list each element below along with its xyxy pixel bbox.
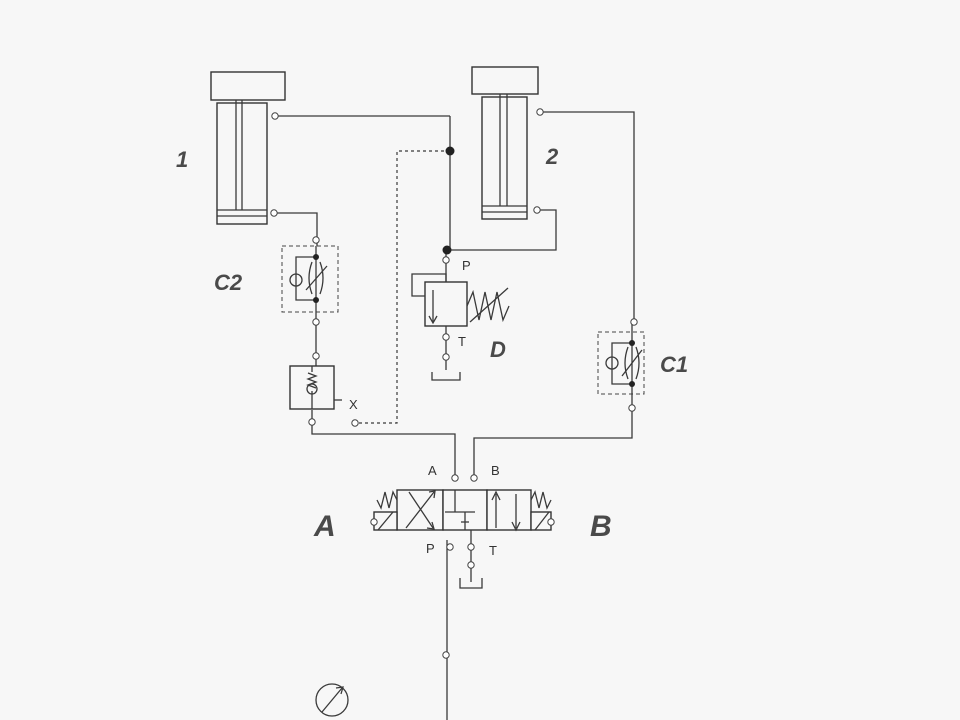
pressure-gauge [315, 683, 349, 717]
pilot-port-x-label: X [349, 397, 358, 412]
flow-control-c2-label: C2 [214, 270, 243, 295]
relief-valve-d [411, 273, 510, 381]
port-markers [270, 108, 638, 659]
valve-port-b-label: B [491, 463, 500, 478]
flow-control-c1-label: C1 [660, 352, 688, 377]
directional-control-valve [373, 489, 552, 589]
valve-port-t-label: T [489, 543, 497, 558]
cylinder-1 [210, 71, 286, 225]
relief-port-t-label: T [458, 334, 466, 349]
pressure-line-network [274, 111, 635, 720]
relief-port-p-label: P [462, 258, 471, 273]
cylinder-2 [471, 66, 539, 220]
valve-port-a-label: A [428, 463, 437, 478]
cylinder-2-label: 2 [545, 144, 559, 169]
junction-dot [445, 146, 455, 156]
sequence-valve [289, 365, 342, 410]
solenoid-a-label: A [313, 510, 336, 543]
relief-valve-d-label: D [490, 337, 506, 362]
valve-port-p-label: P [426, 541, 435, 556]
solenoid-b-label: B [590, 510, 612, 543]
junction-dot [442, 245, 452, 255]
cylinder-1-label: 1 [176, 147, 188, 172]
pilot-line-x [357, 150, 450, 424]
flow-control-c2 [281, 245, 339, 313]
flow-control-c1 [597, 322, 645, 400]
